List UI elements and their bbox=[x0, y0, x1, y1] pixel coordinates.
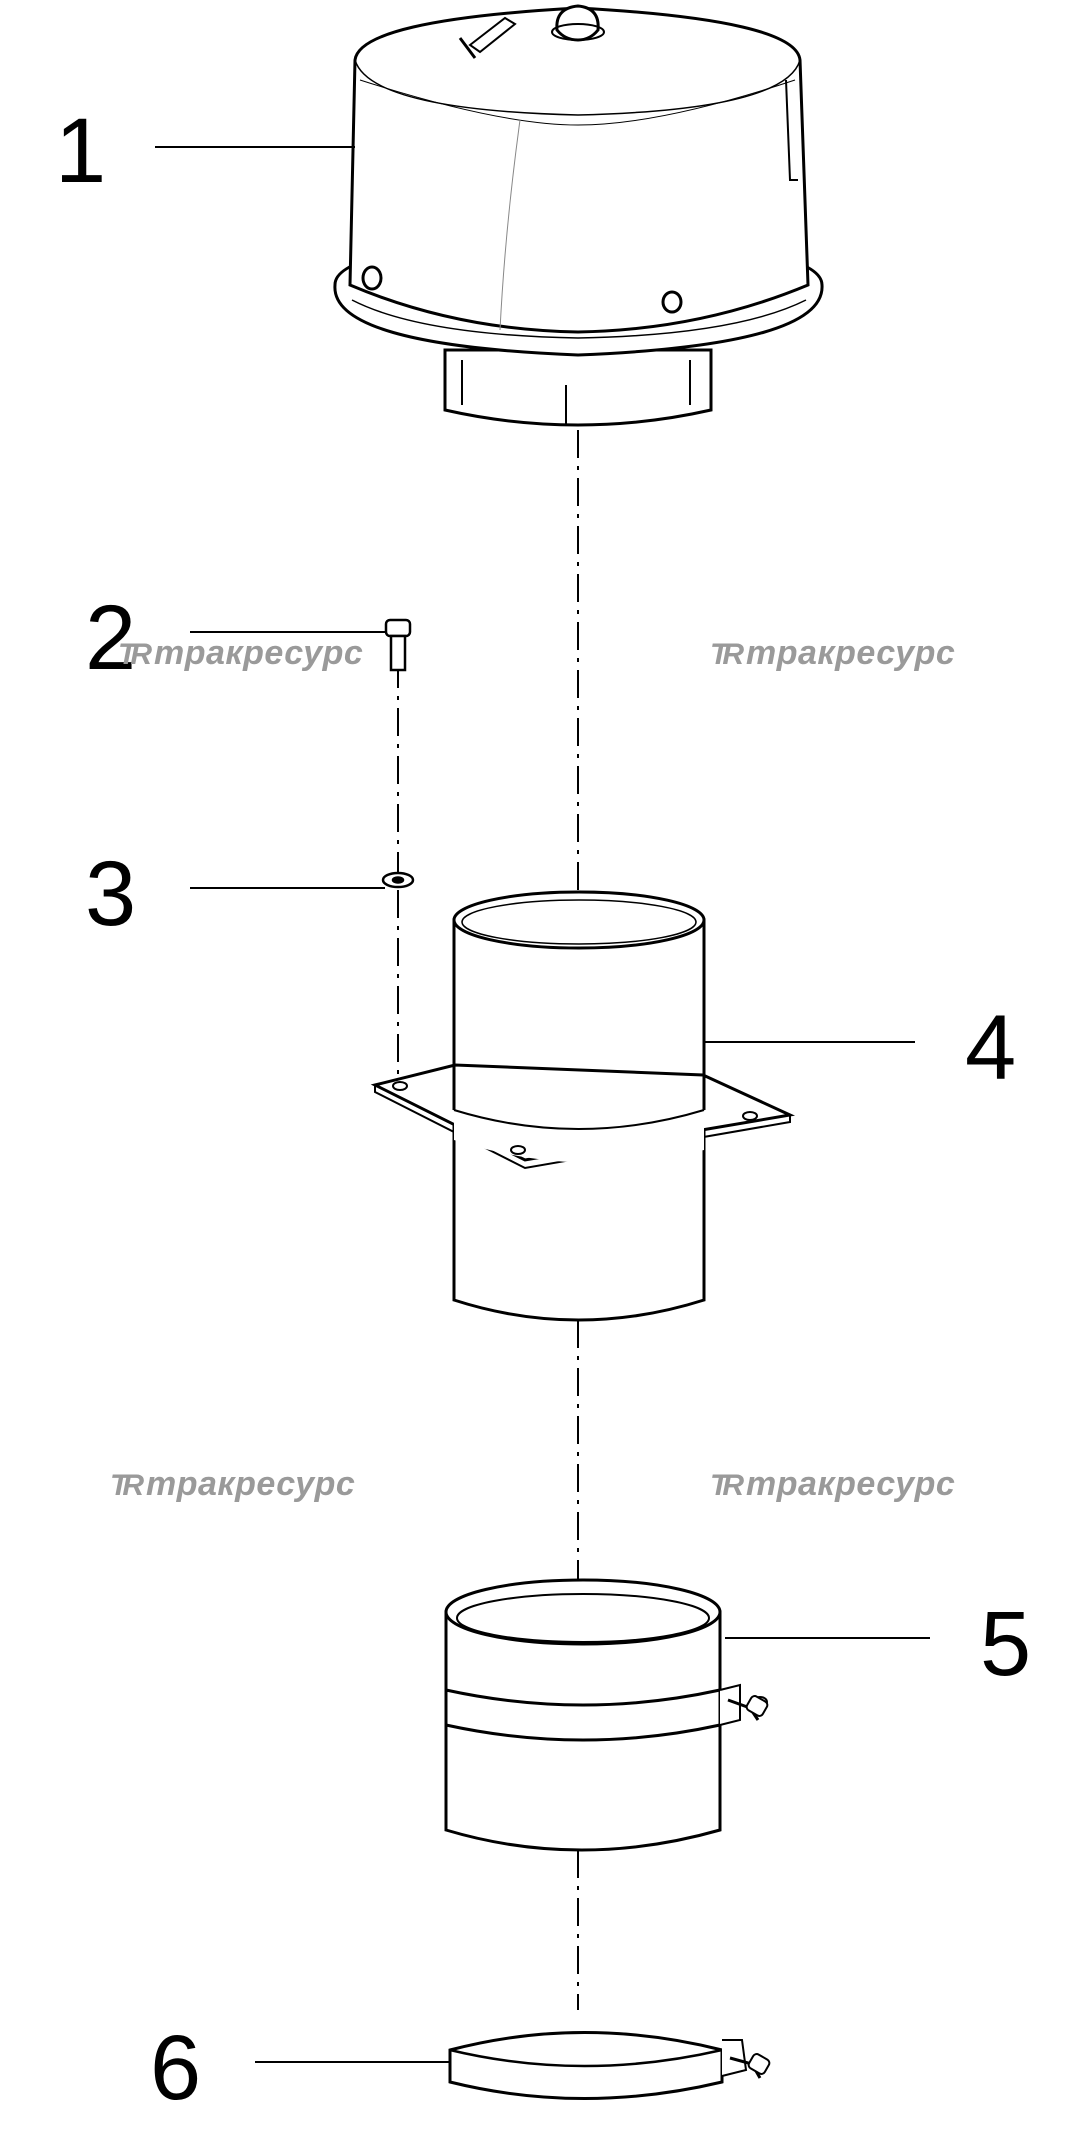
callout-6: 6 bbox=[150, 2017, 202, 2119]
watermark-logo: TR bbox=[710, 1469, 744, 1502]
watermark-text: тракресурс bbox=[146, 1465, 356, 1503]
callout-4: 4 bbox=[965, 997, 1017, 1099]
callout-1: 1 bbox=[55, 100, 107, 202]
callout-2: 2 bbox=[85, 587, 137, 689]
part-1-cap bbox=[333, 4, 824, 427]
leader-lines bbox=[155, 146, 930, 2063]
callout-5: 5 bbox=[980, 1593, 1032, 1695]
part-3-washer bbox=[381, 871, 415, 889]
part-4-flanged-tube bbox=[370, 890, 796, 1322]
center-axis-lines bbox=[397, 430, 579, 2010]
watermark-text: тракресурс bbox=[154, 634, 364, 672]
callout-3: 3 bbox=[85, 843, 137, 945]
watermark-logo: TR bbox=[110, 1469, 144, 1502]
part-5-sleeve-clamp bbox=[444, 1578, 769, 1852]
part-6-clamp bbox=[448, 2031, 771, 2100]
watermark-text: тракресурс bbox=[746, 634, 956, 672]
part-2-bolt bbox=[384, 618, 412, 672]
watermark-logo: TR bbox=[118, 638, 152, 671]
watermark-logo: TR bbox=[710, 638, 744, 671]
watermark-text: тракресурс bbox=[746, 1465, 956, 1503]
